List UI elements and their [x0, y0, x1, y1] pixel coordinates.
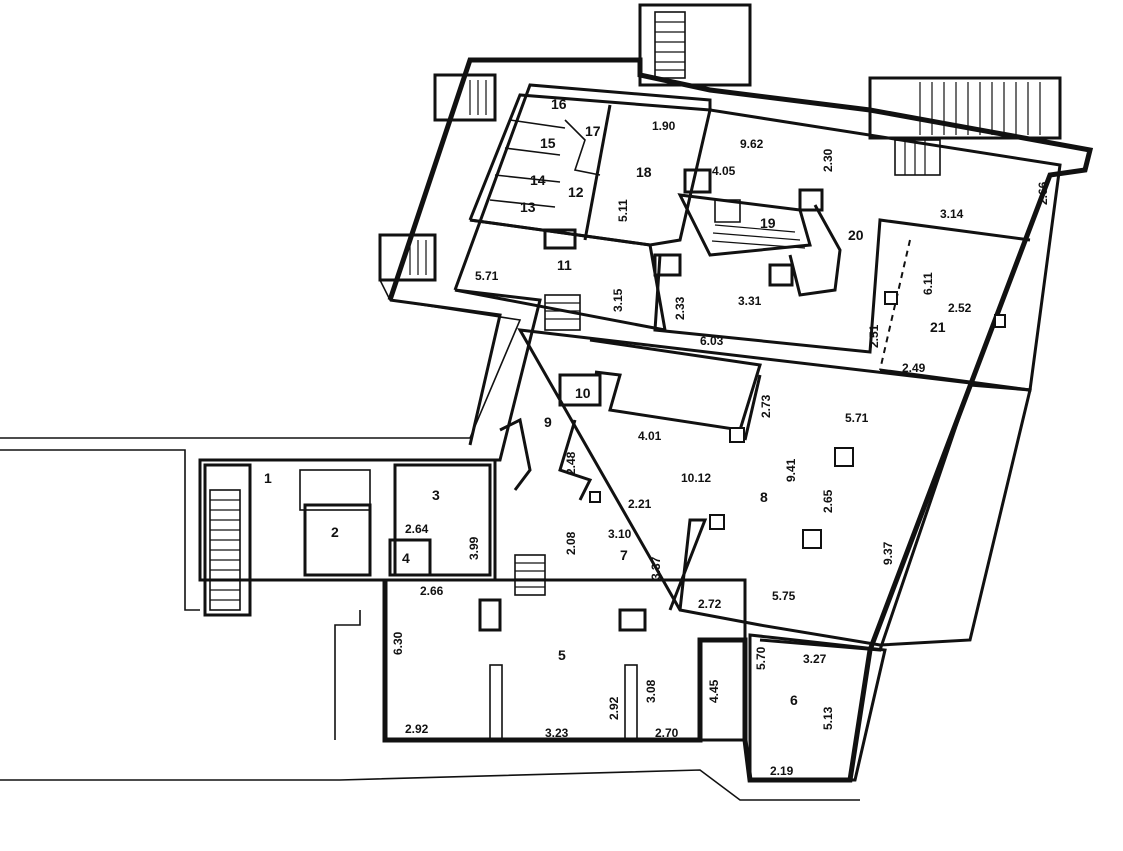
room-label: 18 — [636, 164, 652, 180]
stair-19 — [677, 193, 812, 257]
room-label: 4 — [402, 550, 410, 566]
dimension-label: 2.30 — [821, 148, 835, 172]
room-label: 1 — [264, 470, 272, 486]
room-label: 5 — [558, 647, 566, 663]
dimension-label: 2.72 — [698, 597, 722, 611]
site-outline — [0, 279, 860, 801]
room-label: 12 — [568, 184, 584, 200]
room-label: 17 — [585, 123, 601, 139]
room-label: 8 — [760, 489, 768, 505]
dimension-label: 2.48 — [564, 451, 578, 475]
room-label: 10 — [575, 385, 591, 401]
central-walls — [499, 328, 1032, 647]
dimension-label: 2.52 — [948, 301, 972, 315]
dimension-label: 2.08 — [564, 531, 578, 555]
dimension-label: 4.45 — [707, 679, 721, 703]
dimension-label: 5.71 — [845, 411, 869, 425]
dimension-label: 3.99 — [467, 536, 481, 560]
dimension-label: 2.51 — [867, 324, 881, 348]
room-labels: 1 2 3 4 5 6 7 8 9 10 11 12 13 14 15 16 1… — [264, 96, 946, 708]
dimension-label: 3.14 — [940, 207, 964, 221]
room-label: 19 — [760, 215, 776, 231]
dimension-label: 2.66 — [420, 584, 444, 598]
stair-left — [209, 489, 241, 611]
dimension-label: 9.62 — [740, 137, 764, 151]
room-label: 21 — [930, 319, 946, 335]
dimension-label: 2.70 — [655, 726, 679, 740]
dimension-label: 2.19 — [770, 764, 794, 778]
room-label: 3 — [432, 487, 440, 503]
room-label: 9 — [544, 414, 552, 430]
room-label: 13 — [520, 199, 536, 215]
dimension-label: 2.21 — [628, 497, 652, 511]
room-label: 2 — [331, 524, 339, 540]
dimension-label: 3.27 — [803, 652, 827, 666]
stair-11 — [544, 294, 581, 331]
dimension-label: 6.30 — [391, 631, 405, 655]
room-label: 15 — [540, 135, 556, 151]
dimension-label: 1.90 — [652, 119, 676, 133]
dimension-label: 2.65 — [821, 489, 835, 513]
stair-center — [514, 554, 546, 596]
dimension-label: 9.37 — [881, 541, 895, 565]
dimension-label: 2.66 — [1036, 181, 1050, 205]
dimension-label: 2.33 — [673, 296, 687, 320]
dimension-label: 3.37 — [649, 556, 663, 580]
room-label: 20 — [848, 227, 864, 243]
dimension-label: 6.03 — [700, 334, 724, 348]
dimension-label: 9.41 — [784, 458, 798, 482]
dimension-label: 2.64 — [405, 522, 429, 536]
room-label: 14 — [530, 172, 546, 188]
room-label: 6 — [790, 692, 798, 708]
stair-top-center — [638, 3, 752, 87]
room-label: 7 — [620, 547, 628, 563]
dimension-label: 3.23 — [545, 726, 569, 740]
room-6-walls — [748, 633, 887, 782]
room-label: 16 — [551, 96, 567, 112]
dimension-label: 5.11 — [616, 199, 630, 222]
dimension-label: 5.70 — [754, 646, 768, 670]
dimension-label: 2.49 — [902, 361, 926, 375]
room-5-walls — [383, 578, 747, 742]
dimension-label: 5.71 — [475, 269, 499, 283]
dimension-label: 6.11 — [921, 272, 935, 295]
dimension-label: 5.13 — [821, 706, 835, 730]
left-block — [198, 458, 497, 617]
dimension-label: 4.05 — [712, 164, 736, 178]
dimension-label: 10.12 — [681, 471, 711, 485]
dimension-label: 3.15 — [611, 288, 625, 312]
dimension-label: 2.92 — [607, 696, 621, 720]
room-label: 11 — [557, 257, 572, 273]
stair-top-right — [868, 76, 1062, 176]
dimension-labels: 1.90 9.62 2.30 4.05 5.11 2.66 3.14 5.71 … — [391, 119, 1050, 778]
dimension-label: 4.01 — [638, 429, 662, 443]
dimension-label: 3.10 — [608, 527, 632, 541]
upper-wing-walls — [378, 3, 1062, 392]
dimension-label: 3.08 — [644, 679, 658, 703]
dimension-label: 2.92 — [405, 722, 429, 736]
dimension-label: 5.75 — [772, 589, 796, 603]
dimension-label: 3.31 — [738, 294, 762, 308]
dimension-label: 2.73 — [759, 394, 773, 418]
